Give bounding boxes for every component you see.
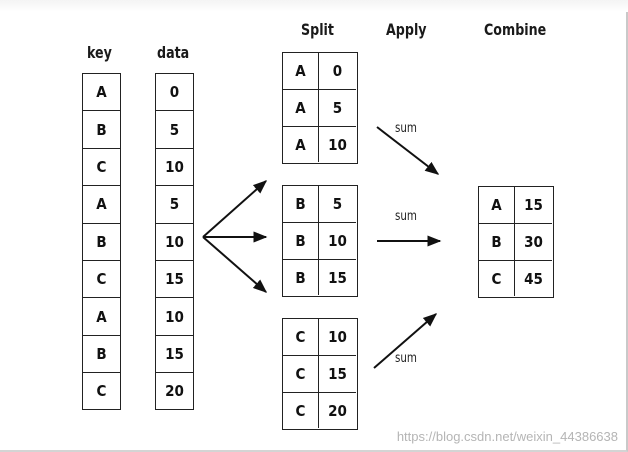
split-value-cell: 10	[319, 223, 356, 260]
key-cell: C	[83, 149, 120, 187]
combine-header: Combine	[484, 20, 547, 39]
apply-arrow-bottom	[373, 313, 438, 369]
top-fade	[0, 0, 628, 12]
data-header: data	[157, 43, 190, 62]
data-column: 0 5 10 5 10 15 10 15 20	[155, 73, 194, 410]
combine-key-cell: C	[479, 261, 515, 296]
data-cell: 5	[156, 111, 193, 149]
split-key-cell: C	[283, 319, 319, 356]
key-cell: B	[83, 224, 120, 261]
data-cell: 15	[156, 336, 193, 374]
split-key-cell: A	[283, 53, 319, 90]
split-key-cell: A	[283, 90, 319, 127]
combine-value-cell: 30	[515, 224, 552, 261]
split-key-cell: B	[283, 186, 319, 223]
apply-label-middle: sum	[395, 209, 417, 224]
data-cell: 10	[156, 224, 193, 261]
split-value-cell: 5	[319, 186, 356, 223]
key-cell: A	[83, 298, 120, 336]
split-value-cell: 0	[319, 53, 356, 90]
apply-arrow-top	[376, 126, 440, 175]
key-cell: A	[83, 186, 120, 224]
split-group-a: A 0 A 5 A 10	[282, 52, 358, 164]
key-cell: C	[96, 381, 107, 400]
apply-label-top: sum	[395, 121, 417, 136]
combine-table: A 15 B 30 C 45	[478, 186, 554, 298]
split-group-c: C 10 C 15 C 20	[282, 318, 358, 430]
split-value-cell: 15	[319, 356, 356, 393]
split-arrow-down	[202, 236, 268, 293]
data-cell: 0	[156, 74, 193, 112]
split-value-cell: 10	[319, 319, 356, 356]
key-cell: B	[83, 336, 120, 374]
split-key-cell: C	[283, 356, 319, 393]
data-cell: 15	[156, 261, 193, 299]
split-key-cell: A	[283, 127, 319, 162]
watermark: https://blog.csdn.net/weixin_44386638	[396, 429, 618, 444]
data-cell: 10	[156, 298, 193, 336]
key-header: key	[87, 43, 112, 62]
combine-key-cell: B	[479, 224, 515, 261]
combine-value-cell: 45	[524, 269, 543, 288]
key-column: A B C A B C A B C	[82, 73, 121, 410]
split-value-cell: 20	[328, 401, 347, 420]
key-cell: B	[83, 111, 120, 149]
split-arrow-up	[202, 180, 268, 238]
key-cell: C	[83, 261, 120, 299]
split-value-cell: 15	[328, 268, 347, 287]
data-cell: 10	[156, 149, 193, 187]
split-value-cell: 10	[328, 135, 347, 154]
data-cell: 20	[165, 381, 184, 400]
data-cell: 5	[156, 186, 193, 224]
split-header: Split	[301, 20, 334, 39]
apply-header: Apply	[386, 20, 427, 39]
apply-label-bottom: sum	[395, 351, 417, 366]
split-key-cell: B	[283, 260, 319, 295]
combine-value-cell: 15	[515, 187, 552, 224]
split-key-cell: C	[283, 393, 319, 428]
combine-key-cell: A	[479, 187, 515, 224]
split-key-cell: B	[283, 223, 319, 260]
key-cell: A	[83, 74, 120, 112]
split-value-cell: 5	[319, 90, 356, 127]
split-group-b: B 5 B 10 B 15	[282, 185, 358, 297]
